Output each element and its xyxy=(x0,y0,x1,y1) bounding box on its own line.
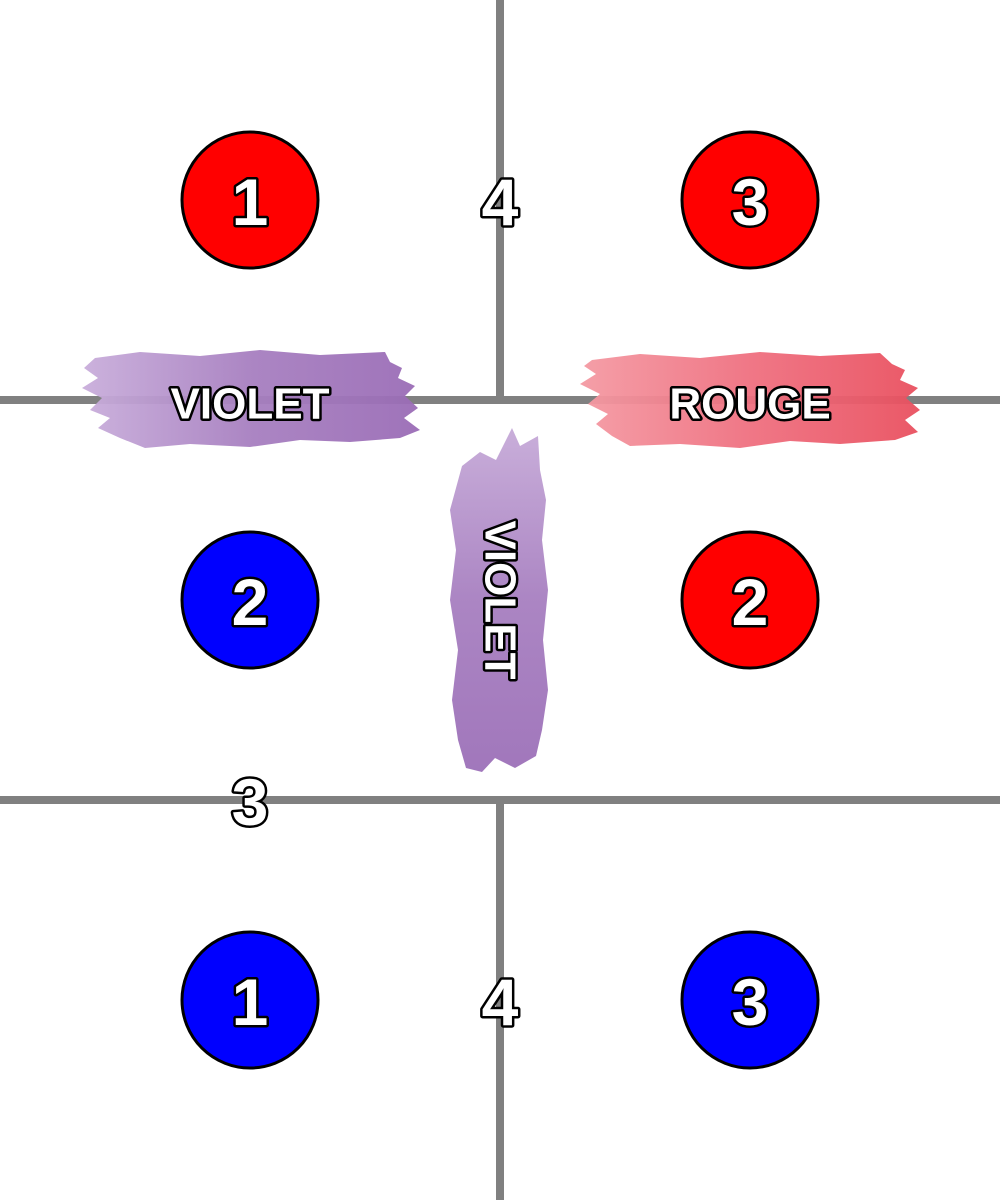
token-red-2-number: 2 xyxy=(732,565,769,639)
token-blue-2-disc xyxy=(180,530,320,670)
token-red-2-disc xyxy=(680,530,820,670)
violet-brush-stroke-left xyxy=(82,350,420,448)
token-blue-3-number: 3 xyxy=(732,965,769,1039)
token-red-3-disc xyxy=(680,130,820,270)
token-red-1: 1 xyxy=(180,130,320,270)
edge-number-left-lower: 3 xyxy=(232,765,269,839)
token-blue-1-number: 1 xyxy=(232,965,269,1039)
rouge-brush-right: ROUGE xyxy=(580,352,920,448)
token-red-1-disc xyxy=(180,130,320,270)
token-red-3-number: 3 xyxy=(732,165,769,239)
token-red-3: 3 xyxy=(680,130,820,270)
rouge-brush-stroke-right xyxy=(580,352,920,448)
token-blue-1-disc xyxy=(180,930,320,1070)
token-blue-2-number: 2 xyxy=(232,565,269,639)
token-red-1-number: 1 xyxy=(232,165,269,239)
edge-number-top-center: 4 xyxy=(482,165,519,239)
violet-brush-left: VIOLET xyxy=(82,350,420,448)
violet-brush-center: VIOLET xyxy=(450,428,548,772)
violet-label-left: VIOLET xyxy=(171,380,330,429)
violet-label-center: VIOLET xyxy=(476,521,525,680)
token-blue-3-disc xyxy=(680,930,820,1070)
token-blue-3: 3 xyxy=(680,930,820,1070)
token-blue-1: 1 xyxy=(180,930,320,1070)
violet-brush-stroke-center xyxy=(450,428,548,772)
edge-number-bottom-center: 4 xyxy=(482,965,519,1039)
token-blue-2: 2 xyxy=(180,530,320,670)
rouge-label-right: ROUGE xyxy=(669,380,830,429)
token-red-2: 2 xyxy=(680,530,820,670)
